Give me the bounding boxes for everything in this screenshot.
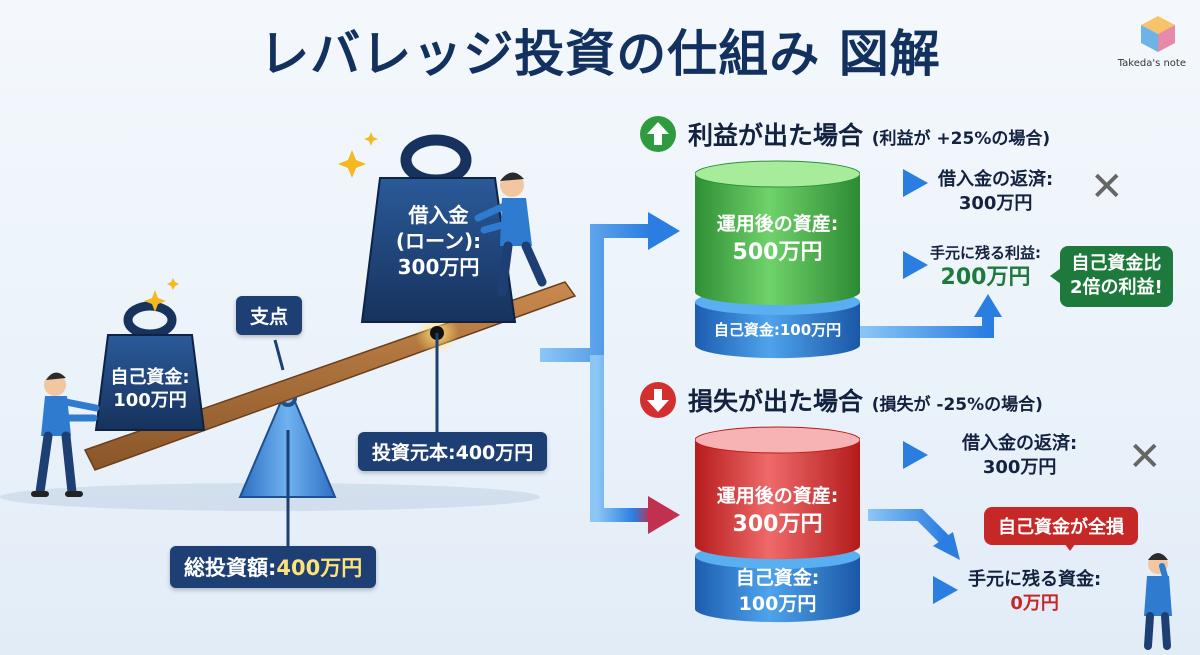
loss-asset-line1: 運用後の資産: bbox=[716, 485, 839, 507]
profit-callout: 自己資金比 2倍の利益! bbox=[1060, 246, 1173, 307]
loss-callout: 自己資金が全損 bbox=[984, 507, 1138, 545]
own-funds-weight-label: 自己資金: 100万円 bbox=[96, 366, 204, 413]
page-title: レバレッジ投資の仕組み 図解 bbox=[259, 25, 941, 83]
loan-weight-line1: 借入金 bbox=[408, 203, 469, 227]
profit-asset-line1: 運用後の資産: bbox=[716, 213, 839, 235]
loss-section-title: 損失が出た場合 (損失が -25%の場合) bbox=[688, 382, 1043, 418]
arrow-to-loss-icon bbox=[648, 496, 680, 534]
profit-callout-line1: 自己資金比 bbox=[1071, 253, 1162, 274]
profit-remain: 手元に残る利益: 200万円 bbox=[930, 243, 1041, 293]
total-investment-label: 総投資額:400万円 bbox=[170, 546, 377, 588]
seesaw-illustration bbox=[0, 132, 577, 548]
person-pushing-right-icon bbox=[474, 172, 547, 297]
loss-repay-line1: 借入金の返済: bbox=[962, 433, 1078, 454]
arrow-to-profit-icon bbox=[648, 212, 680, 250]
loss-own-line1: 自己資金: bbox=[735, 567, 820, 589]
profit-remain-value: 200万円 bbox=[940, 265, 1031, 291]
loss-down-icon bbox=[640, 382, 676, 418]
x-mark-icon: ✕ bbox=[1128, 434, 1162, 480]
person-pushing-left-icon bbox=[31, 372, 100, 497]
own-weight-line2: 100万円 bbox=[113, 390, 187, 412]
loan-weight-line3: 300万円 bbox=[397, 255, 480, 279]
brand-logo bbox=[1138, 14, 1178, 54]
profit-title: 利益が出た場合 bbox=[688, 121, 864, 150]
loss-repay-line2: 300万円 bbox=[982, 457, 1057, 479]
profit-subtitle: (利益が +25%の場合) bbox=[871, 129, 1051, 149]
loss-subtitle: (損失が -25%の場合) bbox=[871, 395, 1043, 415]
profit-section-title: 利益が出た場合 (利益が +25%の場合) bbox=[688, 116, 1050, 152]
loss-own-line2: 100万円 bbox=[738, 592, 817, 615]
x-mark-icon: ✕ bbox=[1090, 164, 1124, 210]
profit-repay: 借入金の返済: 300万円 bbox=[938, 168, 1053, 217]
loss-remain-value: 0万円 bbox=[1010, 593, 1059, 615]
loss-asset-line2: 300万円 bbox=[732, 511, 823, 537]
up-arrow-icon bbox=[647, 122, 669, 145]
worried-person-icon bbox=[1144, 553, 1172, 650]
profit-up-icon bbox=[640, 116, 676, 152]
profit-cylinder: 運用後の資産: 500万円 自己資金:100万円 bbox=[695, 160, 860, 360]
own-weight-line1: 自己資金: bbox=[110, 367, 190, 388]
profit-remain-label: 手元に残る利益: bbox=[930, 244, 1041, 262]
principal-label: 投資元本:400万円 bbox=[358, 432, 548, 471]
total-investment-text: 総投資額: bbox=[184, 556, 277, 580]
profit-callout-line2: 2倍の利益! bbox=[1070, 277, 1163, 299]
loss-remain-label: 手元に残る資金: bbox=[968, 569, 1102, 590]
loan-weight-line2: (ローン): bbox=[395, 229, 482, 253]
profit-own-funds: 自己資金:100万円 bbox=[713, 321, 842, 339]
loss-title: 損失が出た場合 bbox=[688, 387, 864, 416]
profit-repay-line1: 借入金の返済: bbox=[938, 169, 1054, 190]
profit-asset-line2: 500万円 bbox=[732, 239, 823, 265]
loss-remain: 手元に残る資金: 0万円 bbox=[968, 568, 1101, 617]
total-investment-value: 400万円 bbox=[276, 556, 363, 580]
profit-repay-line2: 300万円 bbox=[958, 193, 1033, 215]
callout-pointer bbox=[1050, 268, 1061, 284]
down-arrow-icon bbox=[647, 389, 669, 412]
fulcrum-label: 支点 bbox=[236, 296, 303, 335]
loss-cylinder: 運用後の資産: 300万円 自己資金: 100万円 bbox=[695, 426, 860, 626]
cube-logo-icon bbox=[1141, 16, 1175, 52]
loss-repay: 借入金の返済: 300万円 bbox=[962, 432, 1077, 481]
loan-weight-label: 借入金 (ローン): 300万円 bbox=[362, 202, 515, 280]
brand-name: Takeda's note bbox=[1117, 58, 1186, 69]
loss-callout-pointer bbox=[1062, 540, 1078, 551]
flow-arrows bbox=[540, 169, 1002, 604]
